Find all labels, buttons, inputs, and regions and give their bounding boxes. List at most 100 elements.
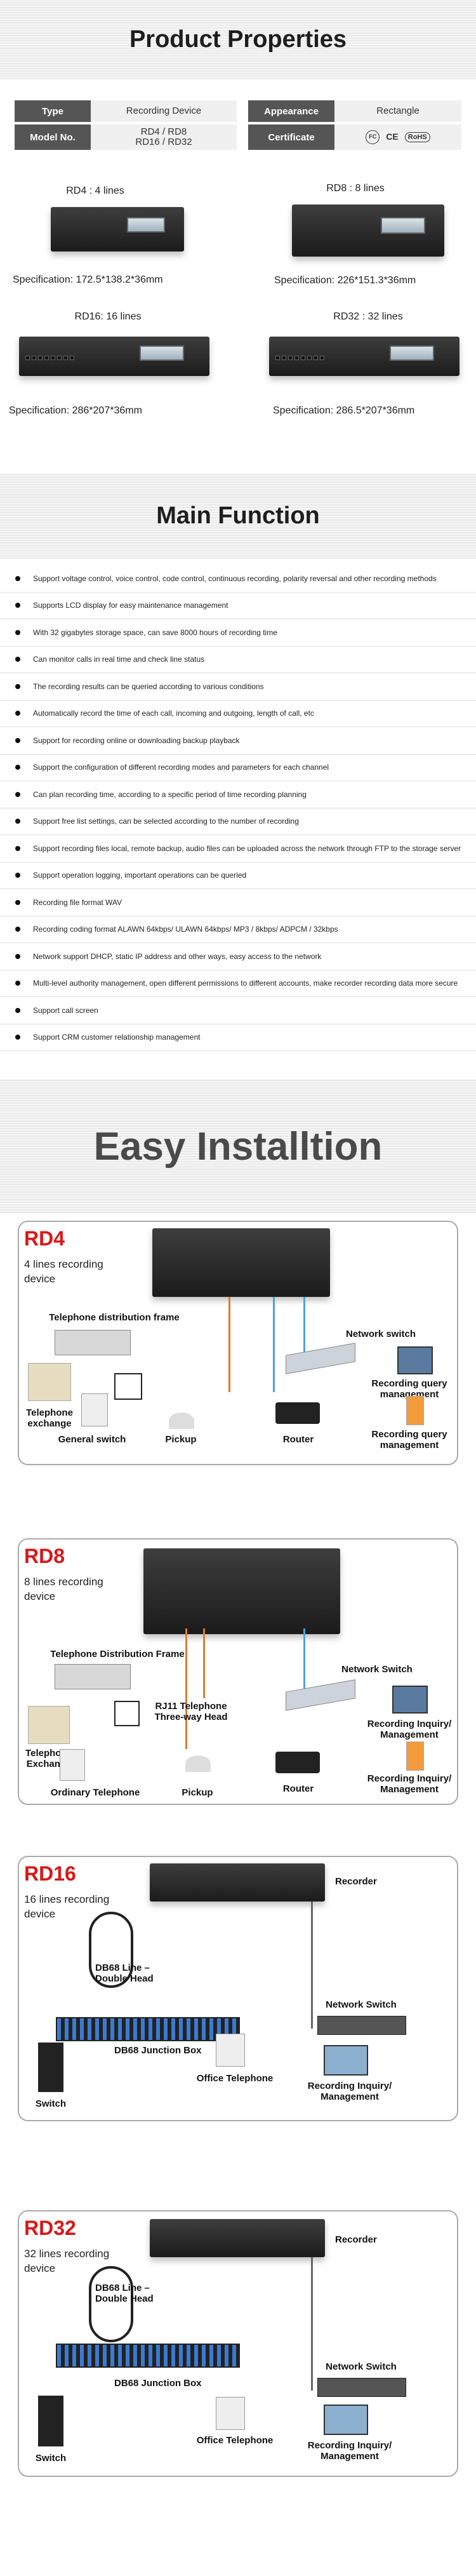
label-office-telephone: Office Telephone bbox=[196, 2435, 274, 2446]
list-item: Support CRM customer relationship manage… bbox=[0, 1024, 476, 1051]
list-item: Recording file format WAV bbox=[0, 889, 476, 916]
distribution-frame-image bbox=[55, 1664, 131, 1689]
main-function-banner: Main Function bbox=[0, 473, 476, 559]
model-name: RD8 bbox=[24, 1545, 65, 1567]
telephone-image bbox=[60, 1749, 85, 1781]
list-item: Supports LCD display for easy maintenanc… bbox=[0, 593, 476, 619]
three-way-head-image bbox=[114, 1373, 142, 1400]
spec-row: Model No. RD4 / RD8 RD16 / RD32 Certific… bbox=[15, 124, 461, 150]
function-text: Network support DHCP, static IP address … bbox=[33, 951, 322, 961]
label-recorder: Recorder bbox=[335, 2234, 377, 2245]
install-panel-rd16: RD16 16 lines recording device Recorder … bbox=[18, 1856, 458, 2121]
spec-table: Type Recording Device Appearance Rectang… bbox=[15, 100, 461, 150]
label-db68-line: DB68 Line – Double Head bbox=[95, 1962, 154, 1985]
bullet-icon bbox=[15, 845, 20, 851]
certificate-label: Certificate bbox=[248, 124, 334, 150]
three-way-head-image bbox=[114, 1701, 140, 1726]
bullet-icon bbox=[15, 765, 20, 770]
label-inquiry: Recording Inquiry/ Management bbox=[307, 2440, 392, 2462]
function-text: Recording coding format ALAWN 64kbps/ UL… bbox=[33, 925, 338, 934]
bullet-icon bbox=[15, 711, 20, 716]
bullet-icon bbox=[15, 873, 20, 878]
model-desc: 4 lines recording device bbox=[24, 1258, 103, 1285]
product-title: RD32 : 32 lines bbox=[333, 311, 403, 322]
product-title: RD16: 16 lines bbox=[74, 311, 142, 322]
certificate-marks: FC CE RoHS bbox=[334, 124, 461, 150]
product-rd8: RD8 : 8 lines Specification: 226*151.3*3… bbox=[267, 183, 470, 297]
function-text: Automatically record the time of each ca… bbox=[33, 709, 314, 718]
phone-app-image bbox=[406, 1396, 424, 1425]
bullet-icon bbox=[15, 953, 20, 959]
install-panel-rd32: RD32 32 lines recording device Recorder … bbox=[18, 2210, 458, 2477]
bullet-icon bbox=[15, 1035, 20, 1040]
model-value-line: RD4 / RD8 bbox=[140, 126, 187, 137]
label-netswitch: Network Switch bbox=[326, 2361, 397, 2372]
telephone-image bbox=[81, 1393, 108, 1426]
function-text: Multi-level authority management, open d… bbox=[33, 979, 458, 988]
list-item: Can plan recording time, according to a … bbox=[0, 781, 476, 808]
function-text: Support operation logging, important ope… bbox=[33, 871, 247, 880]
product-properties-banner: Product Properties bbox=[0, 0, 476, 79]
label-recorder: Recorder bbox=[335, 1876, 377, 1887]
function-text: Can monitor calls in real time and check… bbox=[33, 655, 205, 664]
model-name: RD4 bbox=[24, 1227, 65, 1250]
label-pickup: Pickup bbox=[182, 1787, 213, 1798]
router-image bbox=[275, 1402, 320, 1424]
label-inquiry2: Recording Inquiry/ Management bbox=[367, 1773, 452, 1795]
label-general-switch: General switch bbox=[58, 1434, 126, 1445]
type-value: Recording Device bbox=[91, 100, 237, 122]
bullet-icon bbox=[15, 1007, 20, 1013]
function-text: Support the configuration of different r… bbox=[33, 763, 329, 772]
computer-image bbox=[397, 1346, 433, 1374]
model-value-line: RD16 / RD32 bbox=[135, 137, 192, 147]
device-image bbox=[19, 337, 209, 376]
device-image bbox=[51, 207, 184, 252]
section-title: Main Function bbox=[156, 502, 320, 529]
switch-cabinet-image bbox=[38, 2043, 63, 2092]
recorder-image bbox=[150, 1863, 325, 1902]
product-title: RD8 : 8 lines bbox=[326, 183, 385, 194]
fc-mark-icon: FC bbox=[366, 130, 380, 144]
function-text: Support voltage control, voice control, … bbox=[33, 574, 437, 583]
spec-row: Type Recording Device Appearance Rectang… bbox=[15, 100, 461, 122]
pickup-image bbox=[169, 1412, 194, 1429]
function-text: With 32 gigabytes storage space, can sav… bbox=[33, 627, 277, 637]
network-switch-image bbox=[317, 2378, 406, 2397]
pickup-image bbox=[185, 1755, 211, 1772]
model-label: Model No. bbox=[15, 124, 91, 150]
label-router: Router bbox=[282, 1783, 314, 1794]
bullet-icon bbox=[15, 575, 20, 581]
phone-app-image bbox=[406, 1741, 424, 1771]
bullet-icon bbox=[15, 629, 20, 635]
list-item: Network support DHCP, static IP address … bbox=[0, 943, 476, 970]
function-text: Support recording files local, remote ba… bbox=[33, 843, 461, 853]
label-inquiry: Recording Inquiry/ Management bbox=[307, 2081, 392, 2103]
bullet-icon bbox=[15, 927, 20, 932]
section-title: Easy Installtion bbox=[93, 1124, 383, 1169]
rohs-mark-icon: RoHS bbox=[404, 131, 430, 143]
function-text: Recording file format WAV bbox=[33, 897, 122, 907]
easy-installation-banner: Easy Installtion bbox=[0, 1080, 476, 1213]
type-label: Type bbox=[15, 100, 91, 122]
computer-image bbox=[324, 2045, 368, 2076]
label-inquiry1: Recording Inquiry/ Management bbox=[367, 1719, 452, 1741]
model-desc: 8 lines recording device bbox=[24, 1576, 103, 1602]
device-image bbox=[292, 205, 444, 257]
product-spec: Specification: 286.5*207*36mm bbox=[273, 405, 415, 416]
bullet-icon bbox=[15, 737, 20, 743]
list-item: Multi-level authority management, open d… bbox=[0, 970, 476, 997]
label-netswitch: Network Switch bbox=[326, 1999, 397, 2010]
distribution-frame-image bbox=[55, 1330, 131, 1355]
db68-cable-image bbox=[89, 1912, 133, 1988]
bullet-icon bbox=[15, 683, 20, 689]
appearance-value: Rectangle bbox=[334, 100, 461, 122]
list-item: Recording coding format ALAWN 64kbps/ UL… bbox=[0, 916, 476, 943]
list-item: Support for recording online or download… bbox=[0, 727, 476, 755]
list-item: Can monitor calls in real time and check… bbox=[0, 647, 476, 673]
network-switch-image bbox=[286, 1679, 355, 1711]
product-spec: Specification: 286*207*36mm bbox=[9, 405, 142, 416]
list-item: Support free list settings, can be selec… bbox=[0, 808, 476, 835]
section-title: Product Properties bbox=[129, 26, 347, 53]
computer-image bbox=[324, 2405, 368, 2435]
bullet-icon bbox=[15, 819, 20, 824]
